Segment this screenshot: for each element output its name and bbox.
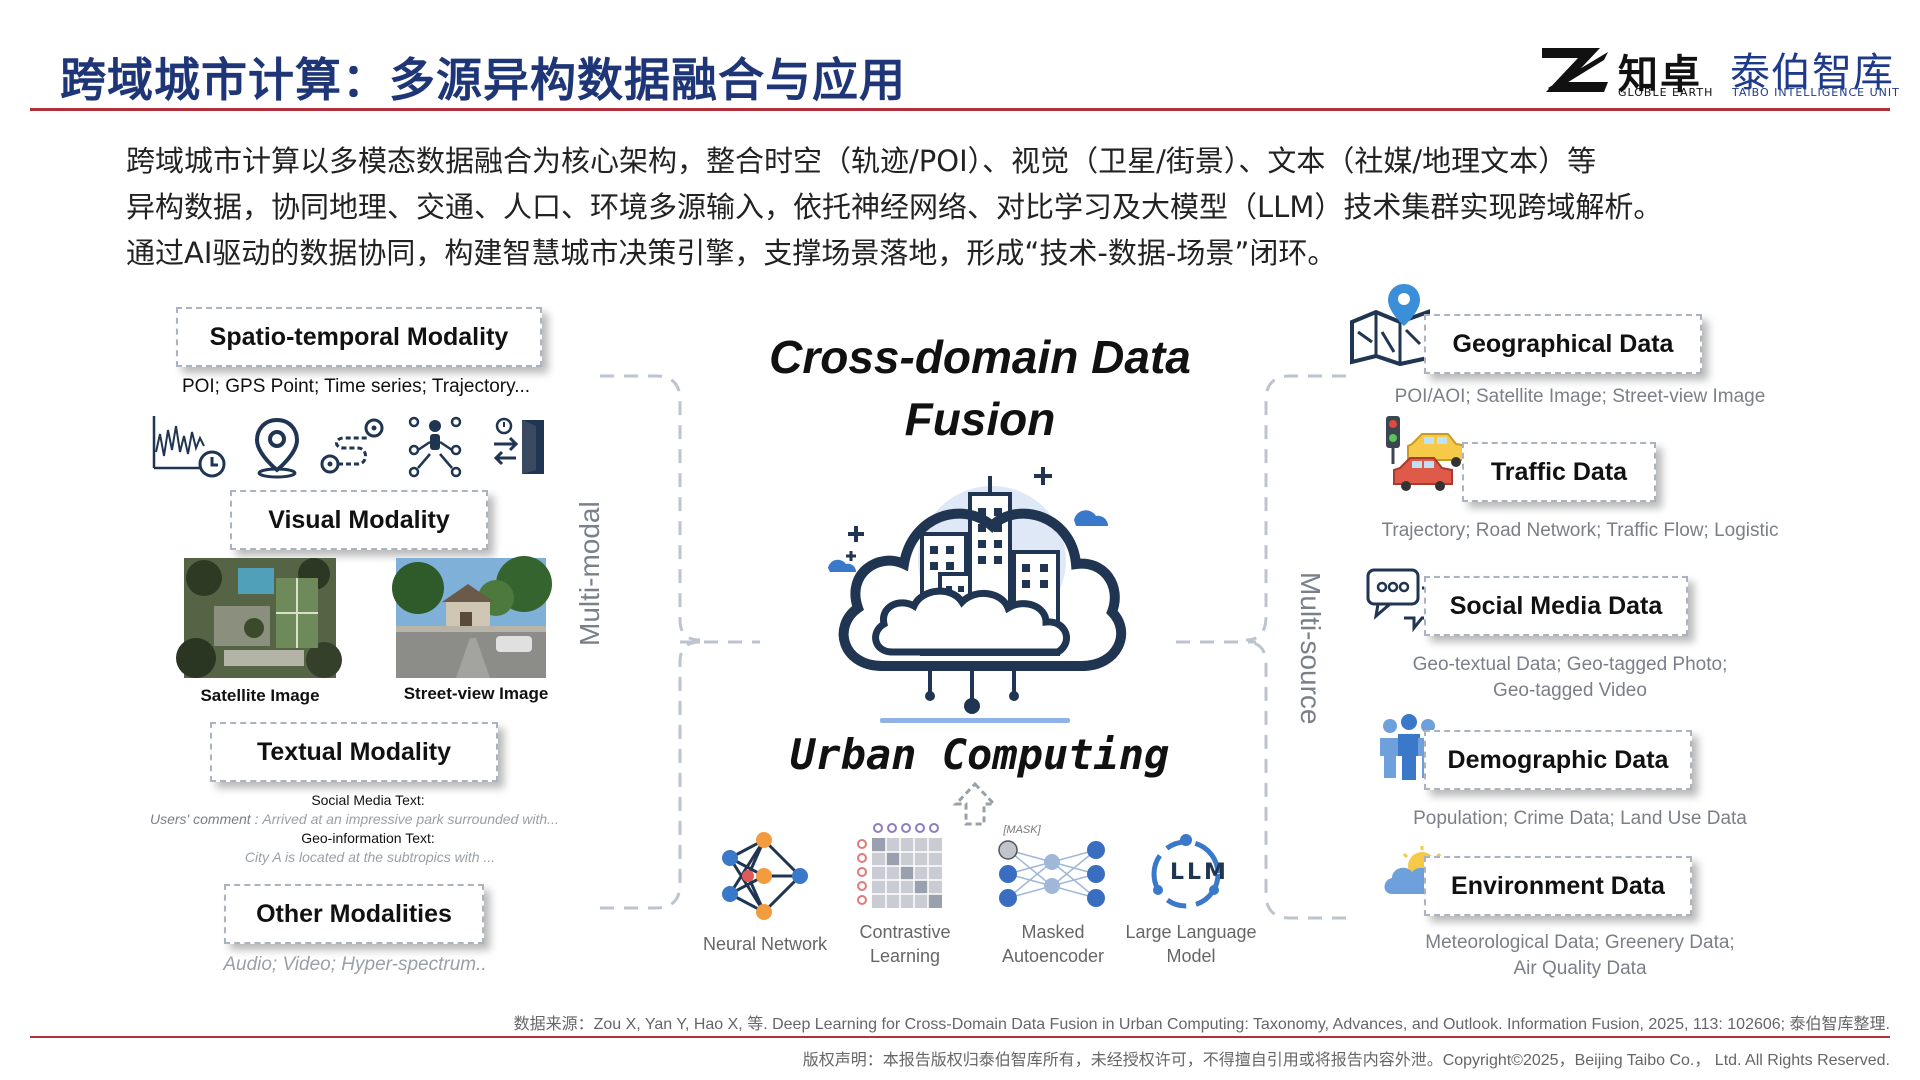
tech-label-line-1: Neural Network — [702, 934, 828, 954]
other-modalities-desc: Audio; Video; Hyper-spectrum.. — [223, 954, 487, 975]
map-pin-icon — [1350, 284, 1430, 367]
zhizhuo-logo-icon — [1542, 48, 1608, 92]
up-arrow-icon — [952, 781, 998, 826]
copyright-note: 版权声明：本报告版权归泰伯智库所有，未经授权许可，不得擅自引用或将报告内容外泄。… — [802, 1052, 1890, 1069]
intro-line-3: 通过AI驱动的数据协同，构建智慧城市决策引擎，支撑场景落地，形成“技术-数据-场… — [126, 236, 1337, 270]
chat-bubbles-icon — [1366, 568, 1440, 633]
location-pin-icon — [254, 417, 300, 479]
other-modalities-box: Other Modalities — [224, 884, 484, 944]
time-series-icon — [152, 416, 226, 478]
tech-label-line-2: Learning — [869, 946, 941, 966]
social-media-text-example: Users' comment : Arrived at an impressiv… — [150, 811, 590, 827]
masked-autoencoder-icon — [998, 840, 1105, 907]
tech-label-line-1: Large Language — [1125, 922, 1257, 942]
street-view-image — [392, 556, 552, 678]
brand-name: 知卓 — [1618, 52, 1702, 98]
demographic-data-box: Demographic Data — [1424, 730, 1692, 790]
geo-information-text-label: Geo-information Text: — [301, 830, 435, 846]
door-exit-icon — [493, 417, 544, 474]
geographical-data-box: Geographical Data — [1424, 314, 1702, 374]
environment-data-box: Environment Data — [1424, 856, 1692, 916]
contrastive-learning-icon — [857, 823, 942, 908]
multi-modal-label: Multi-modal — [574, 501, 605, 646]
tech-label-line-2: Model — [1166, 946, 1216, 966]
intro-line-2: 异构数据，协同地理、交通、人口、环境多源输入，依托神经网络、对比学习及大模型（L… — [126, 190, 1663, 224]
tech-label-line-2: Autoencoder — [1001, 946, 1105, 966]
llm-ring-graphic — [1151, 834, 1221, 909]
llm-text: LLM — [1170, 860, 1229, 885]
satellite-image — [176, 558, 342, 678]
brand2-name: 泰伯智库 — [1730, 50, 1894, 96]
llm-icon: LLM — [1140, 828, 1240, 928]
demographic-data-desc: Population; Crime Data; Land Use Data — [1413, 808, 1747, 829]
traffic-data-box: Traffic Data — [1462, 442, 1656, 502]
people-network-icon — [408, 416, 462, 478]
environment-data-desc-line-1: Meteorological Data; Greenery Data; — [1425, 932, 1735, 953]
page-title: 跨域城市计算：多源异构数据融合与应用 — [60, 53, 906, 107]
city-cloud-icon — [828, 467, 1127, 723]
center-title-line-2: Fusion — [904, 393, 1056, 445]
neural-network-icon — [722, 832, 808, 920]
social-media-text-label: Social Media Text: — [311, 792, 425, 808]
brand-subtitle: GLOBLE EARTH — [1618, 86, 1714, 99]
textual-modality-box: Textual Modality — [210, 722, 498, 782]
environment-data-desc-line-2: Air Quality Data — [1513, 958, 1647, 979]
right-connector-line — [1176, 640, 1256, 644]
multi-source-bracket — [1245, 374, 1346, 920]
social-media-data-desc-line-2: Geo-tagged Video — [1493, 680, 1647, 701]
multi-source-label: Multi-source — [1295, 572, 1326, 725]
left-connector-line — [680, 640, 760, 644]
intro-line-1: 跨域城市计算以多模态数据融合为核心架构，整合时空（轨迹/POI）、视觉（卫星/街… — [126, 144, 1597, 178]
tech-llm-label: Large Language Model — [1116, 920, 1266, 968]
trajectory-icon — [320, 418, 384, 474]
satellite-caption: Satellite Image — [200, 686, 320, 705]
tech-contrastive-learning-label: Contrastive Learning — [830, 920, 980, 968]
spatio-temporal-modality-box: Spatio-temporal Modality — [176, 307, 542, 367]
users-comment-prefix: Users' comment : — [150, 811, 259, 827]
footer-divider — [30, 1036, 1890, 1038]
traffic-data-desc: Trajectory; Road Network; Traffic Flow; … — [1381, 520, 1779, 541]
tech-neural-network-label: Neural Network — [690, 932, 840, 956]
users-comment-text: Arrived at an impressive park surrounded… — [262, 811, 559, 827]
traffic-cars-icon — [1386, 416, 1469, 491]
street-view-caption: Street-view Image — [403, 684, 549, 703]
brand2-subtitle: TAIBO INTELLIGENCE UNIT — [1732, 86, 1900, 99]
title-divider — [30, 108, 1890, 111]
tech-label-line-1: Contrastive — [859, 922, 951, 942]
social-media-data-box: Social Media Data — [1424, 576, 1688, 636]
social-media-data-desc-line-1: Geo-textual Data; Geo-tagged Photo; — [1412, 654, 1728, 675]
multi-modal-bracket — [600, 374, 701, 910]
mask-tag: [MASK] — [1003, 824, 1041, 836]
geographical-data-desc: POI/AOI; Satellite Image; Street-view Im… — [1394, 386, 1766, 407]
visual-modality-box: Visual Modality — [230, 490, 488, 550]
urban-computing-title: Urban Computing — [790, 730, 1170, 779]
center-title-line-1: Cross-domain Data — [769, 331, 1191, 383]
geo-information-text-example: City A is located at the subtropics with… — [244, 849, 496, 865]
tech-masked-autoencoder-label: Masked Autoencoder — [978, 920, 1128, 968]
data-source-note: 数据来源：Zou X, Yan Y, Hao X, 等. Deep Learni… — [513, 1016, 1890, 1033]
spatio-temporal-desc: POI; GPS Point; Time series; Trajectory.… — [181, 376, 531, 397]
tech-label-line-1: Masked — [1021, 922, 1085, 942]
